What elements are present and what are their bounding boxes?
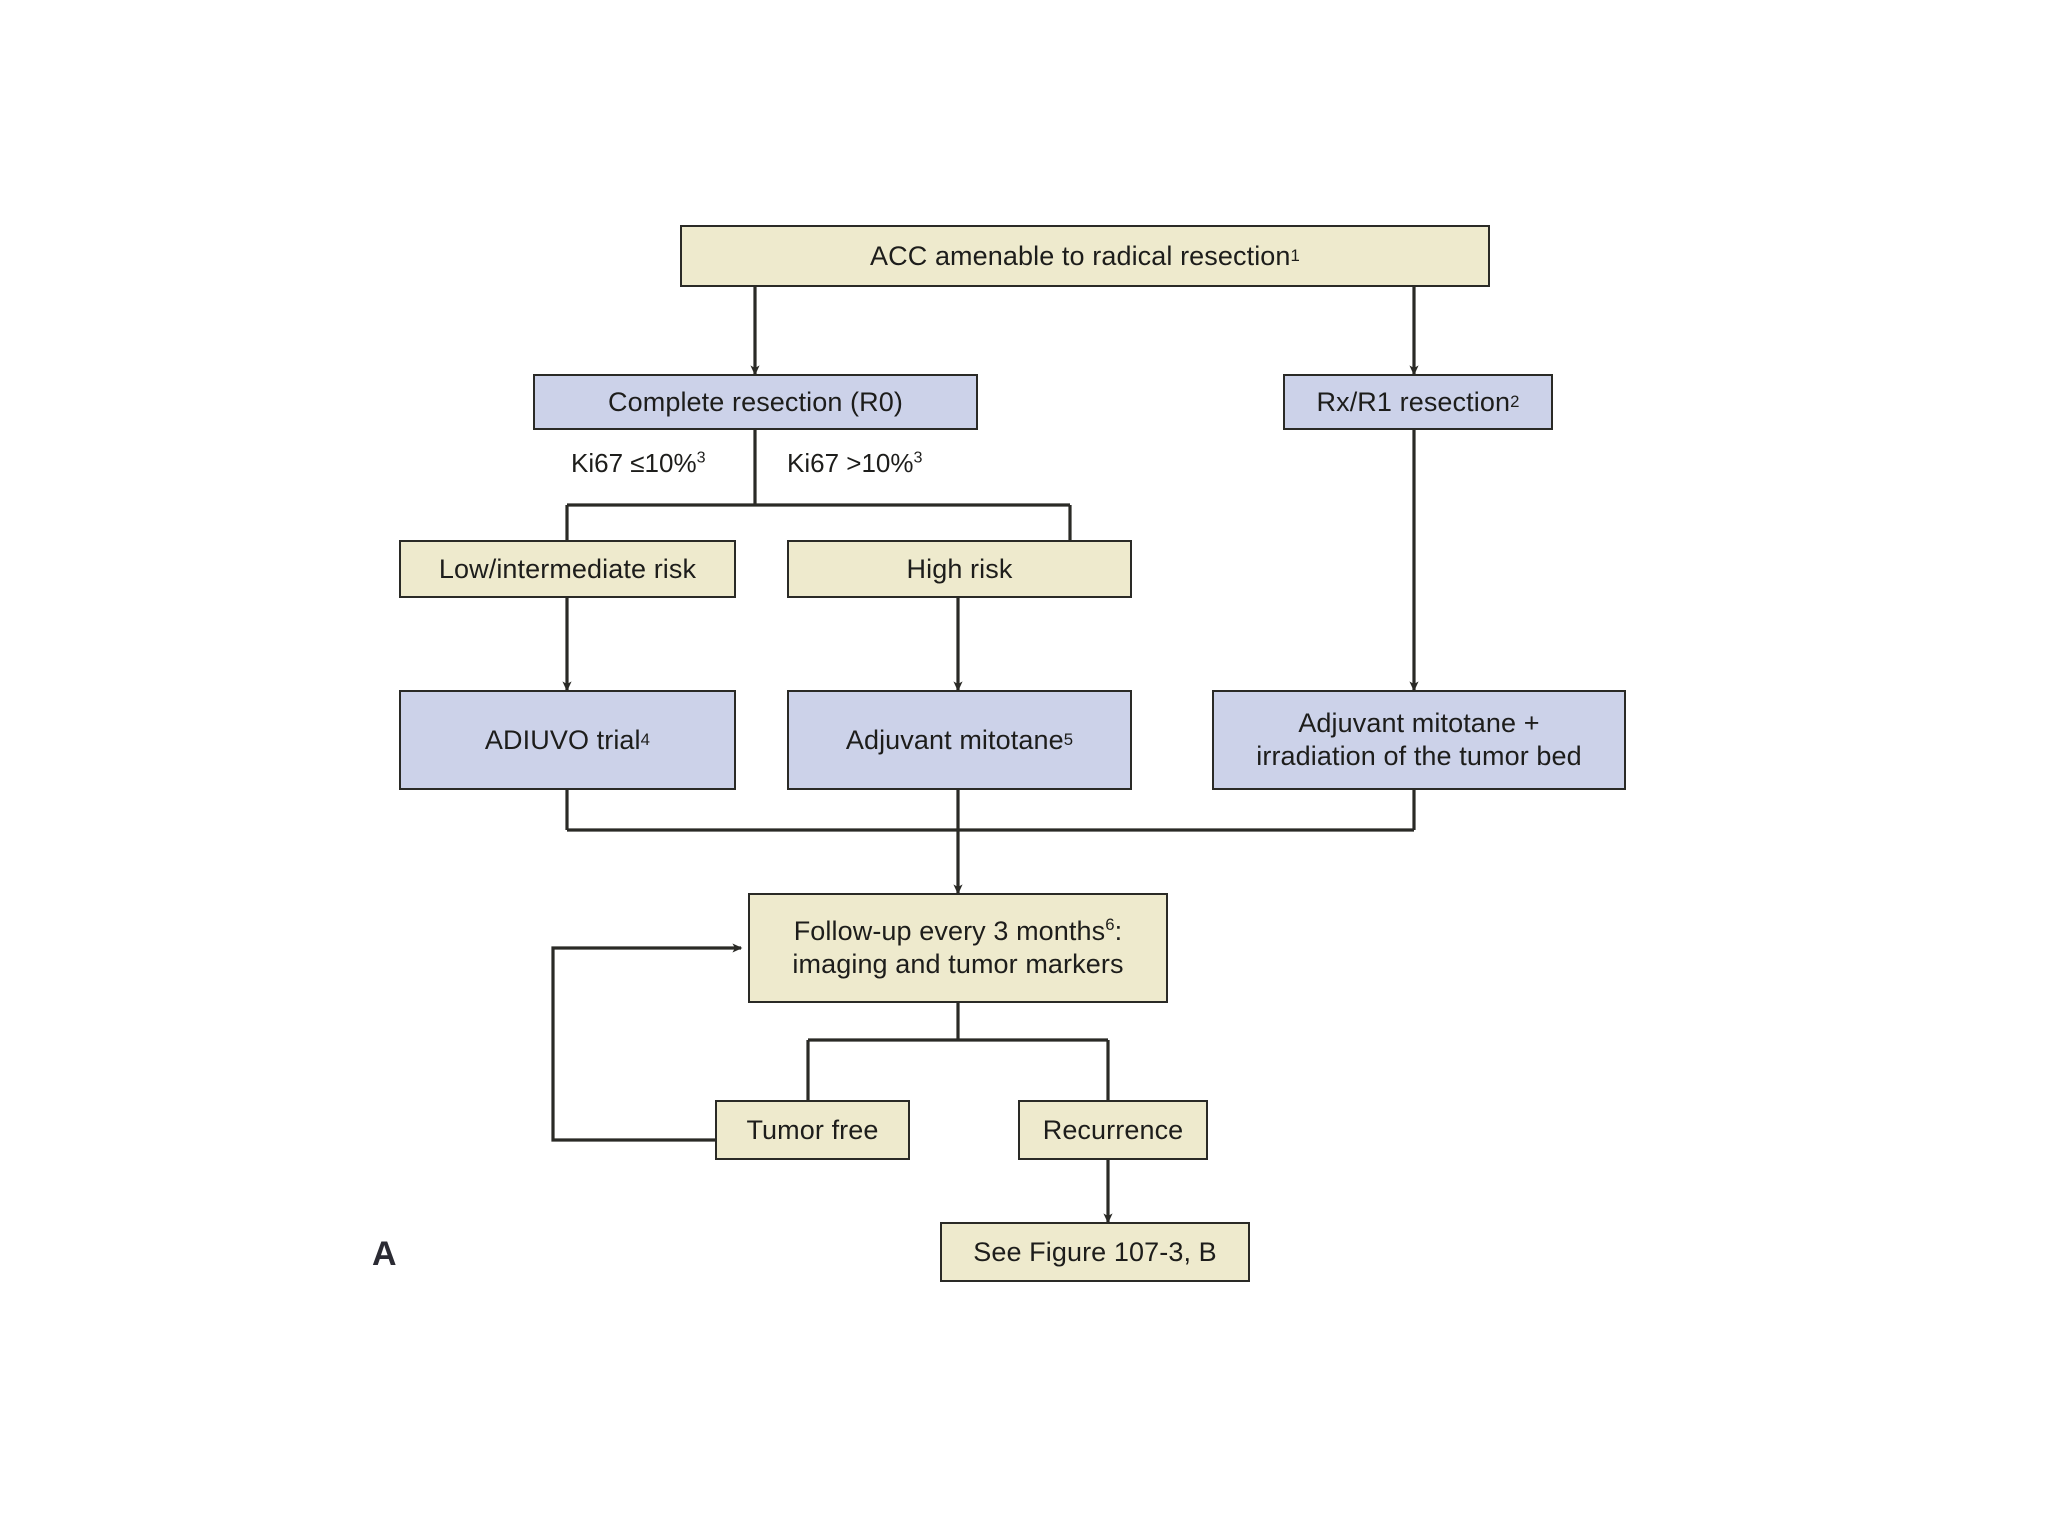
edge-label-ki67-low: Ki67 ≤10%3 [571,448,706,479]
node-recurrence[interactable]: Recurrence [1018,1100,1208,1160]
node-label: Recurrence [1042,1114,1184,1145]
node-label: Rx/R1 resection [1316,386,1511,417]
node-follow-up-every-3-months[interactable]: Follow-up every 3 months6: imaging and t… [748,893,1168,1003]
panel-letter-a: A [372,1235,398,1273]
node-label: Adjuvant mitotane [845,724,1064,755]
node-complete-resection-r0[interactable]: Complete resection (R0) [533,374,978,430]
footnote-marker: 3 [913,448,923,467]
node-label: Complete resection (R0) [608,386,903,417]
node-label: Tumor free [746,1114,879,1145]
node-label-composite: Follow-up every 3 months6: imaging and t… [792,915,1123,981]
footnote-marker: 6 [1105,915,1115,935]
edge-label-text: Ki67 >10% [787,448,914,478]
node-label-after: : imaging and tumor markers [792,916,1124,979]
node-tumor-free[interactable]: Tumor free [715,1100,910,1160]
node-adjuvant-mitotane-irradiation[interactable]: Adjuvant mitotane + irradiation of the t… [1212,690,1626,790]
edge-label-text: Ki67 ≤10% [571,448,697,478]
node-label-before: Follow-up every 3 months [793,916,1106,947]
node-label: ACC amenable to radical resection [870,240,1291,271]
node-label: ADIUVO trial [484,724,641,755]
node-label: High risk [906,553,1013,584]
node-high-risk[interactable]: High risk [787,540,1132,598]
edge-label-ki67-high: Ki67 >10%3 [787,448,922,479]
node-label: See Figure 107-3, B [973,1236,1217,1267]
node-see-figure-107-3-b[interactable]: See Figure 107-3, B [940,1222,1250,1282]
node-label: Adjuvant mitotane + irradiation of the t… [1256,708,1582,771]
node-low-intermediate-risk[interactable]: Low/intermediate risk [399,540,736,598]
node-label: Low/intermediate risk [438,553,697,584]
footnote-marker: 3 [696,448,706,467]
edge-tumor-free-feedback-loop [551,943,743,1142]
